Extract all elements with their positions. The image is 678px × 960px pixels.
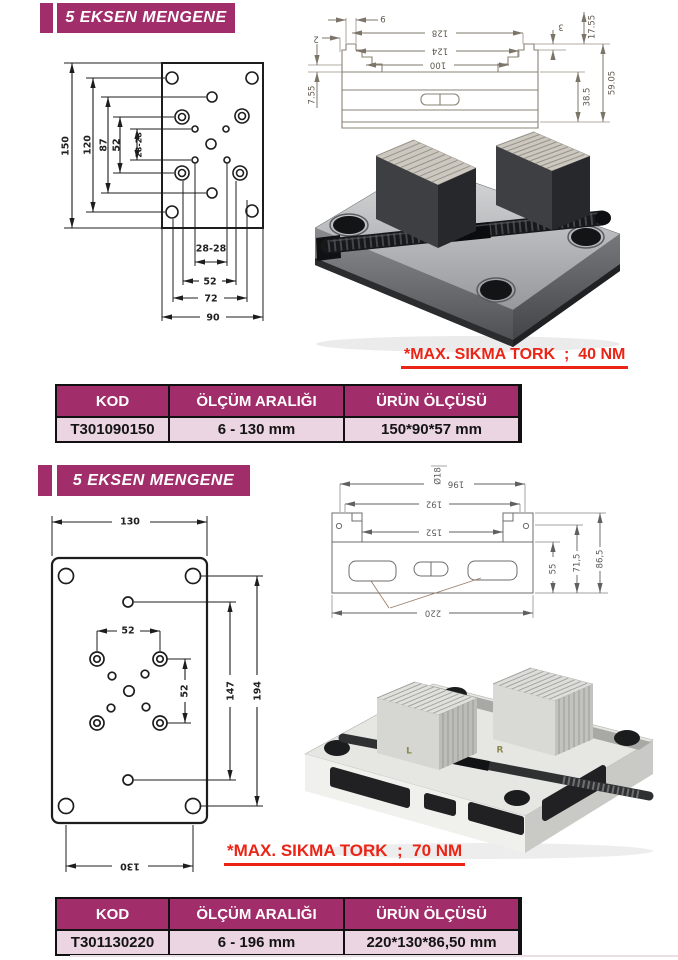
dim-152: 152 — [426, 527, 442, 537]
dim-72: 72 — [204, 294, 217, 305]
dim-194: 194 — [253, 681, 264, 701]
spec-table-1: KOD ÖLÇÜM ARALIĞI ÜRÜN ÖLÇÜSÜ T301090150… — [55, 384, 522, 443]
dim-86-5: 86,5 — [596, 550, 606, 569]
left-jaw-letter: L — [406, 747, 412, 757]
dimension-lines — [314, 12, 606, 122]
dimension-labels: 150 120 87 52 28-28 28-28 52 72 90 — [61, 132, 227, 324]
table-data-row: T301090150 6 - 130 mm 150*90*57 mm — [57, 416, 520, 441]
plate-outline — [50, 556, 209, 825]
cell-kod: T301130220 — [57, 929, 168, 954]
dim-2: 2 — [313, 34, 318, 44]
dim-128: 128 — [432, 28, 448, 38]
jaw-grip-lines — [442, 700, 474, 768]
dim-90: 90 — [206, 313, 220, 324]
jaw-grip-lines — [558, 686, 590, 754]
dim-220: 220 — [425, 608, 441, 618]
dimension-lines — [52, 519, 260, 869]
product-photo-2: L R — [304, 667, 654, 859]
cell-urun-olcusu: 150*90*57 mm — [343, 416, 518, 441]
leader-lines — [64, 62, 264, 321]
col-header-kod: KOD — [57, 386, 168, 416]
side-view-drawing-2: Ø18 196 192 152 220 55 71,5 86,5 — [331, 465, 608, 618]
left-jaw: L — [376, 681, 478, 770]
dim-52: 52 — [112, 138, 123, 151]
dim-52-b: 52 — [203, 277, 216, 288]
side-view-drawing-1: 6 2 128 124 100 7.55 3 17.55 38.5 59.05 — [308, 12, 618, 129]
jaw-serrations — [376, 681, 478, 716]
cell-kod: T301090150 — [57, 416, 168, 441]
dim-71-5: 71,5 — [573, 554, 583, 573]
header-accent-block-2 — [38, 465, 52, 496]
dim-3: 3 — [558, 22, 563, 32]
dim-28-28-v: 28-28 — [135, 132, 144, 158]
spec-table-2: KOD ÖLÇÜM ARALIĞI ÜRÜN ÖLÇÜSÜ T301130220… — [55, 897, 522, 956]
product-photo-1 — [314, 131, 621, 352]
col-header-kod: KOD — [57, 899, 168, 929]
dim-28-28-h: 28-28 — [196, 244, 227, 255]
dim-52-h: 52 — [121, 626, 134, 637]
dimension-lines — [332, 481, 603, 616]
dim-192: 192 — [426, 499, 442, 509]
dim-87: 87 — [99, 138, 110, 151]
dim-100: 100 — [430, 60, 446, 70]
dim-124: 124 — [432, 46, 448, 56]
torque-note-1: *MAX. SIKMA TORK ; 40 NM — [401, 346, 629, 369]
dimension-lines — [69, 63, 263, 320]
dim-196: 196 — [448, 479, 464, 489]
dim-7-55: 7.55 — [308, 86, 318, 105]
bottom-divider — [70, 955, 678, 957]
section-title-1: 5 EKSEN MENGENE — [57, 3, 235, 33]
col-header-olcum-araligi: ÖLÇÜM ARALIĞI — [168, 899, 343, 929]
dim-52-v: 52 — [180, 684, 191, 697]
cell-olcum-araligi: 6 - 130 mm — [168, 416, 343, 441]
extension-lines — [308, 18, 610, 123]
plate-outline — [161, 62, 264, 229]
dim-55: 55 — [549, 564, 559, 575]
vise-body-outline — [341, 43, 539, 129]
vise-body-outline — [331, 512, 534, 594]
right-jaw: R — [492, 667, 594, 756]
section-title-2: 5 EKSEN MENGENE — [57, 465, 250, 496]
right-jaw-letter: R — [497, 746, 504, 756]
header-accent-block-1 — [40, 3, 53, 33]
dim-130-bottom: 130 — [120, 861, 140, 872]
plate-holes — [57, 567, 202, 815]
right-jaw — [495, 131, 591, 230]
dimension-labels: Ø18 196 192 152 220 55 71,5 86,5 — [425, 467, 606, 617]
table-header-row: KOD ÖLÇÜM ARALIĞI ÜRÜN ÖLÇÜSÜ — [57, 899, 520, 929]
plate-holes — [165, 71, 259, 219]
dim-120: 120 — [83, 135, 94, 155]
dim-38-5: 38.5 — [583, 88, 593, 107]
table-header-row: KOD ÖLÇÜM ARALIĞI ÜRÜN ÖLÇÜSÜ — [57, 386, 520, 416]
dim-147: 147 — [226, 681, 237, 701]
shadow — [313, 843, 653, 859]
torque-note-2: *MAX. SIKMA TORK ; 70 NM — [224, 841, 466, 866]
dim-dia-18: Ø18 — [433, 467, 444, 485]
table-data-row: T301130220 6 - 196 mm 220*130*86,50 mm — [57, 929, 520, 954]
slot-leader-lines — [370, 577, 482, 609]
dim-6: 6 — [380, 16, 385, 26]
jaw-serrations — [492, 667, 594, 702]
dim-130-top: 130 — [120, 517, 140, 528]
dim-17-55: 17.55 — [588, 15, 598, 39]
shadow — [316, 336, 620, 352]
dim-150: 150 — [61, 136, 72, 156]
jaw-serrations — [375, 139, 477, 186]
dim-59-05: 59.05 — [608, 71, 618, 95]
extension-lines — [331, 465, 608, 618]
col-header-urun-olcusu: ÜRÜN ÖLÇÜSÜ — [343, 386, 518, 416]
dimension-labels: 6 2 128 124 100 7.55 3 17.55 38.5 59.05 — [308, 15, 618, 107]
plate-drawing-2: 130 130 52 52 147 194 — [50, 516, 264, 872]
col-header-urun-olcusu: ÜRÜN ÖLÇÜSÜ — [343, 899, 518, 929]
left-jaw — [375, 139, 477, 248]
cell-urun-olcusu: 220*130*86,50 mm — [343, 929, 518, 954]
plate-drawing-1: 150 120 87 52 28-28 28-28 52 72 90 — [61, 62, 264, 324]
col-header-olcum-araligi: ÖLÇÜM ARALIĞI — [168, 386, 343, 416]
dimension-labels: 130 130 52 52 147 194 — [120, 517, 264, 872]
cell-olcum-araligi: 6 - 196 mm — [168, 929, 343, 954]
jaw-serrations — [495, 131, 591, 172]
